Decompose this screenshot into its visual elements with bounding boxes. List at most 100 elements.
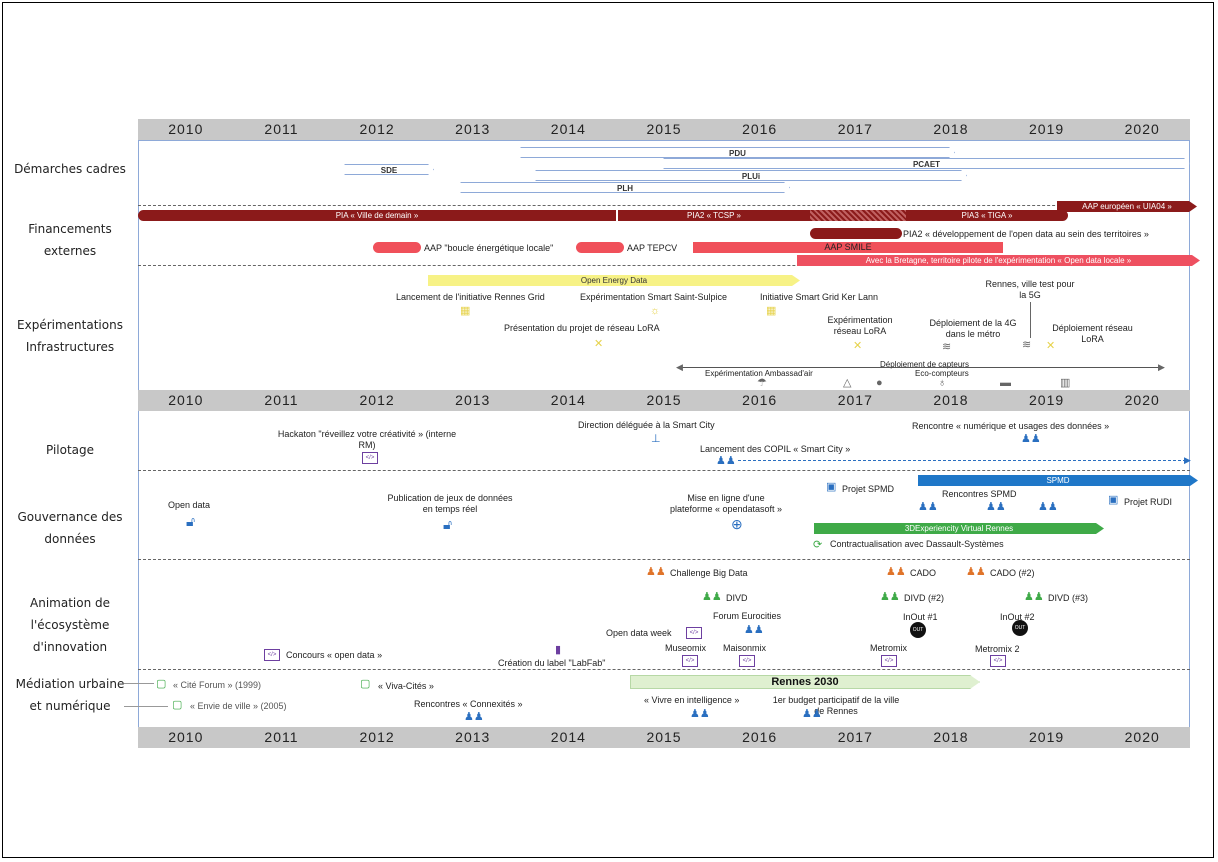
- inout-logo-icon: OUT: [910, 622, 926, 638]
- label-direction-smart-city: Direction déléguée à la Smart City: [578, 420, 715, 430]
- bar-bretagne-open-data: Avec la Bretagne, territoire pilote de l…: [797, 255, 1200, 266]
- laptop-code-icon: </>: [682, 655, 698, 667]
- people-icon: ♟♟: [1038, 501, 1058, 513]
- people-icon: ♟♟: [1021, 433, 1041, 445]
- label-capteurs: Déploiement de capteurs: [880, 360, 969, 369]
- label-projet-rudi: Projet RUDI: [1124, 497, 1173, 507]
- people-icon: ♟♟: [986, 501, 1006, 513]
- drop-icon: ●: [876, 377, 883, 389]
- label-lora-exp: Expérimentation réseau LoRA: [827, 315, 893, 336]
- year-label: 2011: [264, 121, 299, 137]
- people-icon: ♟♟: [464, 711, 484, 723]
- flag-icon: ▮: [555, 644, 562, 656]
- label-envie-de-ville: « Envie de ville » (2005): [190, 701, 287, 711]
- year-label: 2017: [837, 729, 873, 745]
- category-financements: Financements externes: [28, 222, 112, 258]
- globe-icon: ⊕: [731, 516, 743, 532]
- arrow-line: [124, 706, 168, 707]
- bar-plh: PLH: [460, 182, 790, 193]
- bar-plui: PLUi: [535, 170, 967, 181]
- label-aap-boucle: AAP "boucle énergétique locale": [424, 243, 554, 253]
- label-budget-participatif: 1er budget participatif de la ville de R…: [772, 695, 900, 716]
- section-separator: [138, 559, 1190, 560]
- year-label: 2014: [550, 121, 586, 137]
- year-label: 2011: [264, 392, 299, 408]
- year-label: 2017: [837, 392, 873, 408]
- handshake-icon: ⟳: [813, 539, 823, 551]
- year-label: 2015: [646, 729, 682, 745]
- year-label: 2019: [1029, 729, 1065, 745]
- label-divd-3: DIVD (#3): [1048, 593, 1089, 603]
- people-icon: ♟♟: [646, 566, 666, 578]
- label-concours-open-data: Concours « open data »: [286, 650, 383, 660]
- antenna-icon: ✕: [853, 340, 863, 352]
- antenna-icon: ✕: [594, 338, 604, 350]
- year-label: 2018: [933, 392, 969, 408]
- people-icon: ♟♟: [744, 624, 764, 636]
- lock-icon: 🔓︎: [443, 516, 453, 532]
- label-lora-presentation: Présentation du projet de réseau LoRA: [504, 323, 660, 333]
- section-separator: [138, 265, 1190, 266]
- year-axis-bottom: 2010 2011 2012 2013 2014 2015 2016 2017 …: [138, 727, 1190, 748]
- year-label: 2010: [168, 729, 204, 745]
- bar-spmd: SPMD: [918, 475, 1198, 486]
- year-axis-top: 2010 2011 2012 2013 2014 2015 2016 2017 …: [138, 119, 1190, 140]
- arrow-right-icon: ▶: [1184, 455, 1191, 465]
- year-label: 2020: [1124, 121, 1160, 137]
- lock-icon: 🔓︎: [186, 513, 196, 529]
- year-label: 2020: [1124, 729, 1160, 745]
- presentation-icon: ▣: [826, 481, 837, 493]
- label-museomix: Museomix: [665, 643, 707, 653]
- year-label: 2016: [742, 392, 778, 408]
- laptop-code-icon: </>: [686, 627, 702, 639]
- wifi-icon: ≋: [942, 341, 952, 353]
- label-connexites: Rencontres « Connexités »: [414, 699, 523, 709]
- year-label: 2010: [168, 121, 204, 137]
- umbrella-icon: ☂: [757, 377, 767, 389]
- recycle-icon: △: [843, 377, 852, 389]
- year-label: 2011: [264, 729, 299, 745]
- arrow-right-icon: ▶: [1158, 362, 1165, 372]
- people-icon: ♟♟: [716, 455, 736, 467]
- label-rennes-grid: Lancement de l'initiative Rennes Grid: [396, 292, 545, 302]
- category-gouvernance: Gouvernance des données: [17, 510, 123, 546]
- building-icon: ▥: [1060, 377, 1071, 389]
- capteurs-arrow-line: [680, 367, 1164, 368]
- label-projet-spmd: Projet SPMD: [842, 484, 895, 494]
- section-separator: [138, 205, 1190, 206]
- label-pia2-open-data: PIA2 « développement de l'open data au s…: [903, 229, 1149, 239]
- bar-pcaet: PCAET: [663, 158, 1190, 169]
- label-metromix-2: Metromix 2: [975, 644, 1020, 654]
- people-icon: ♟♟: [1024, 591, 1044, 603]
- label-vivre-en-intelligence: « Vivre en intelligence »: [644, 695, 740, 705]
- inout-logo-icon: OUT: [1012, 620, 1028, 636]
- solar-panel-icon: ▦: [766, 305, 777, 317]
- connector-line: [1030, 302, 1031, 338]
- section-separator: [138, 669, 1190, 670]
- category-animation: Animation de l'écosystème d'innovation: [30, 596, 110, 654]
- label-maisonmix: Maisonmix: [723, 643, 767, 653]
- year-label: 2020: [1124, 392, 1160, 408]
- people-icon: ♟♟: [702, 591, 722, 603]
- location-people-icon: ♟♟: [802, 708, 822, 720]
- label-viva-cites: « Viva-Cités »: [378, 681, 434, 691]
- year-label: 2013: [455, 392, 491, 408]
- label-saint-sulpice: Expérimentation Smart Saint-Sulpice: [580, 292, 728, 302]
- year-label: 2017: [837, 121, 873, 137]
- people-icon: ♟♟: [966, 566, 986, 578]
- wifi-icon: ≋: [1022, 339, 1032, 351]
- label-divd-2: DIVD (#2): [904, 593, 945, 603]
- solar-panel-icon: ▦: [460, 305, 471, 317]
- sun-icon: ☼: [650, 305, 661, 317]
- label-dassault: Contractualisation avec Dassault-Système…: [830, 539, 1004, 549]
- bar-pia-ville-de-demain: PIA « Ville de demain »: [138, 210, 616, 221]
- chat-icon: ▢: [156, 678, 167, 690]
- arrow-left-icon: ◀: [676, 362, 683, 372]
- network-icon: ⊥: [651, 433, 661, 445]
- people-icon: ♟♟: [690, 708, 710, 720]
- label-ambassadair: Expérimentation Ambassad'air: [705, 369, 813, 378]
- label-copil: Lancement des COPIL « Smart City »: [700, 444, 851, 454]
- year-label: 2015: [646, 121, 682, 137]
- label-eurocities: Forum Eurocities: [713, 611, 782, 621]
- year-label: 2014: [550, 392, 586, 408]
